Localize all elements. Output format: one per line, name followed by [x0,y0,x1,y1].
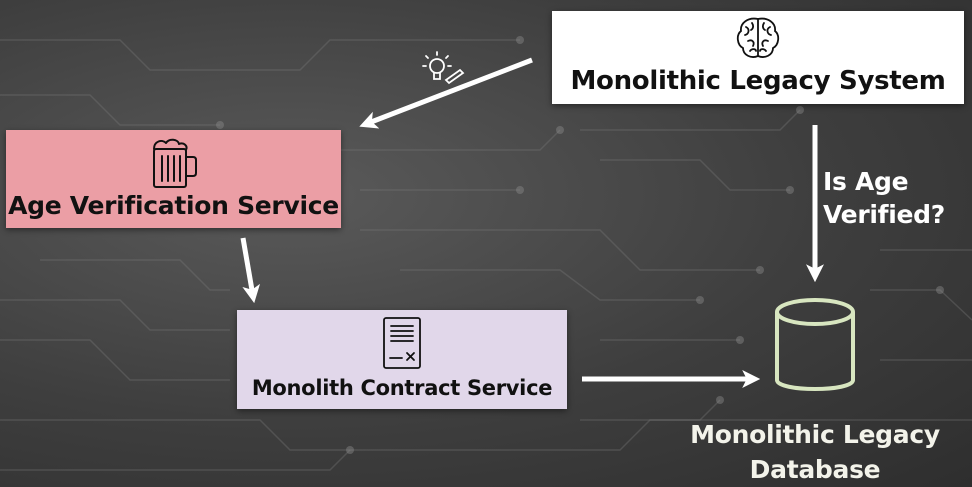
contract-document-icon [383,317,421,369]
legacy-database-label-line2: Database [749,455,881,484]
edge-label-is-age-verified: Is Age Verified? [823,165,945,231]
legacy-database-label: Monolithic Legacy Database [690,417,940,487]
arrow-age-to-contract [240,237,261,304]
legacy-system-node: Monolithic Legacy System [552,11,964,104]
arrow-legacy-to-age [359,57,533,129]
edge-label-line2: Verified? [823,200,945,229]
legacy-system-label: Monolithic Legacy System [570,66,946,96]
age-verification-node: Age Verification Service [6,130,341,228]
database-cylinder-icon [775,298,855,391]
lightbulb-idea-icon [422,51,465,85]
edge-label-line1: Is Age [823,167,909,196]
contract-service-node: Monolith Contract Service [237,310,567,409]
contract-service-label: Monolith Contract Service [251,376,553,400]
age-verification-label: Age Verification Service [8,191,339,220]
beer-mug-icon [153,138,197,188]
legacy-database-label-line1: Monolithic Legacy [690,420,940,449]
brain-icon [736,17,780,58]
